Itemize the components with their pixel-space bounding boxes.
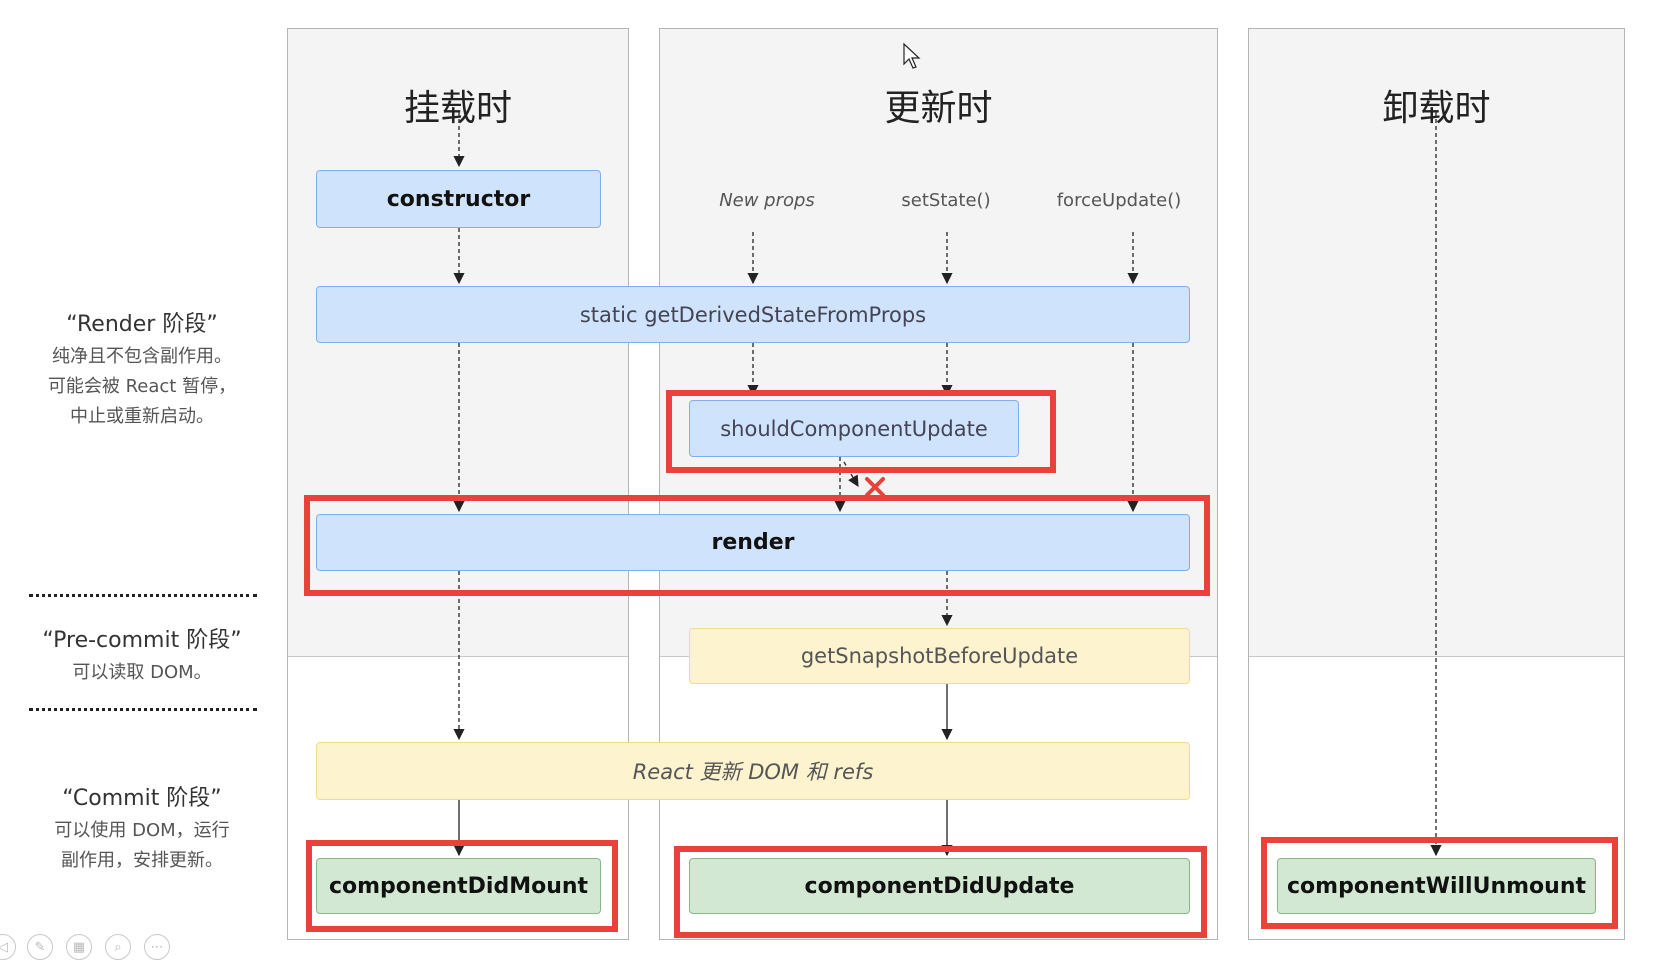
render-phase-line: 可能会被 React 暂停， [47, 376, 237, 397]
react-updates-dom-box: React 更新 DOM 和 refs [316, 742, 1190, 800]
phase-divider [29, 594, 257, 597]
mount-column-title: 挂载时 [403, 88, 512, 129]
phase-divider [29, 708, 257, 711]
should-component-update-box: shouldComponentUpdate [689, 400, 1019, 457]
highlight-should-component-update [666, 390, 1056, 473]
highlight-component-did-update [674, 846, 1207, 938]
render-phase-line: 纯净且不包含副作用。 [52, 346, 232, 367]
highlight-component-will-unmount [1261, 837, 1618, 929]
highlight-component-did-mount [306, 840, 618, 932]
toolbar-zoom-icon[interactable]: ⌕ [105, 934, 131, 960]
precommit-phase-title: “Pre-commit 阶段” [42, 628, 242, 653]
cancel-x-icon [865, 477, 885, 497]
render-phase-description: 纯净且不包含副作用。 可能会被 React 暂停， 中止或重新启动。 [2, 342, 282, 432]
get-derived-state-box: static getDerivedStateFromProps [316, 286, 1190, 343]
trigger-force-update: forceUpdate() [1056, 190, 1182, 211]
snapshot-box: getSnapshotBeforeUpdate [689, 628, 1190, 684]
commit-phase-line: 可以使用 DOM，运行 [54, 820, 230, 841]
component-will-unmount-box: componentWillUnmount [1277, 858, 1596, 914]
toolbar-more-icon[interactable]: ⋯ [144, 934, 170, 960]
precommit-phase-line: 可以读取 DOM。 [72, 662, 212, 683]
mouse-cursor-icon [903, 42, 921, 69]
phase-separator [288, 656, 628, 657]
phase-separator [1249, 656, 1624, 657]
component-did-update-box: componentDidUpdate [689, 858, 1190, 914]
highlight-render [304, 495, 1210, 596]
toolbar-pen-icon[interactable]: ✎ [27, 934, 53, 960]
constructor-box: constructor [316, 170, 601, 228]
precommit-phase-description: 可以读取 DOM。 [2, 658, 282, 688]
trigger-set-state: setState() [901, 190, 991, 211]
render-phase-title: “Render 阶段” [66, 312, 218, 337]
update-column-title: 更新时 [884, 88, 993, 129]
render-box: render [316, 514, 1190, 571]
commit-phase-line: 副作用，安排更新。 [61, 850, 223, 871]
render-phase-line: 中止或重新启动。 [70, 406, 214, 427]
component-did-mount-box: componentDidMount [316, 858, 601, 914]
commit-phase-description: 可以使用 DOM，运行 副作用，安排更新。 [2, 816, 282, 876]
toolbar-grid-icon[interactable]: ▦ [66, 934, 92, 960]
commit-phase-title: “Commit 阶段” [62, 786, 222, 811]
trigger-new-props: New props [719, 190, 815, 211]
